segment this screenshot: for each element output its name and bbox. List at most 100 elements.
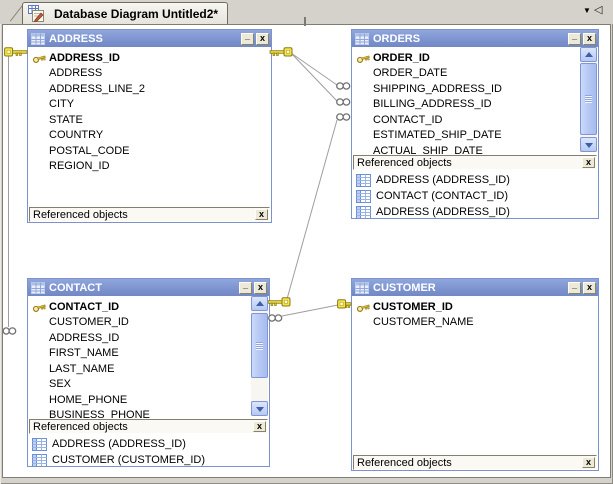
minimize-button[interactable]: _ [239,281,252,294]
vertical-scrollbar[interactable] [580,47,597,152]
column-row[interactable]: POSTAL_CODE [28,143,271,159]
referenced-object-item[interactable]: ADDRESS (ADDRESS_ID) [352,172,598,188]
column-name: ADDRESS [49,67,103,80]
many-endpoint-contact-address [3,327,17,335]
column-name: ADDRESS_LINE_2 [49,82,145,95]
referenced-object-label: ADDRESS (ADDRESS_ID) [376,174,510,186]
table-window-customer[interactable]: CUSTOMER _ x CUSTOMER_ID CUSTOMER_NAME Re… [351,278,599,471]
referenced-table-icon [356,205,376,218]
close-button[interactable]: x [583,32,596,45]
referenced-object-item[interactable]: CUSTOMER (CUSTOMER_ID) [28,452,269,466]
referenced-close-button[interactable]: x [582,157,595,168]
minimize-button[interactable]: _ [568,32,581,45]
primary-key-icon [356,301,373,313]
column-row[interactable]: STATE [28,112,271,128]
referenced-object-item[interactable]: ADDRESS (ADDRESS_ID) [352,204,598,218]
minimize-button[interactable]: _ [241,32,254,45]
referenced-objects-bar[interactable]: Referenced objects x [29,419,268,434]
column-name: REGION_ID [49,160,110,173]
pane-splitter-mark [304,17,306,26]
column-row[interactable]: ESTIMATED_SHIP_DATE [352,128,598,144]
column-name: CUSTOMER_ID [373,300,453,313]
close-button[interactable]: x [583,281,596,294]
column-row[interactable]: LAST_NAME [28,361,269,377]
tab-database-diagram[interactable]: Database Diagram Untitled2* [22,2,229,24]
column-row[interactable]: CUSTOMER_ID [352,299,598,315]
referenced-object-label: CONTACT (CONTACT_ID) [376,190,508,202]
column-row[interactable]: BILLING_ADDRESS_ID [352,97,598,113]
column-row[interactable]: CONTACT_ID [352,112,598,128]
column-name: CITY [49,98,75,111]
column-row[interactable]: BUSINESS_PHONE [28,408,269,419]
scrollbar-thumb[interactable] [251,313,268,378]
close-button[interactable]: x [256,32,269,45]
column-row[interactable]: ORDER_ID [352,50,598,66]
scroll-down-button[interactable] [580,137,597,152]
column-row[interactable]: SEX [28,377,269,393]
many-endpoint-contact-customer [268,314,283,322]
referenced-objects-bar[interactable]: Referenced objects x [353,155,597,170]
column-name: CUSTOMER_ID [49,316,129,329]
column-row[interactable]: CONTACT_ID [28,299,269,315]
scroll-up-button[interactable] [251,296,268,311]
close-button[interactable]: x [254,281,267,294]
table-title: ORDERS [373,32,421,45]
referenced-object-item[interactable]: CONTACT (CONTACT_ID) [352,188,598,204]
table-titlebar[interactable]: ORDERS _ x [352,30,598,47]
referenced-close-button[interactable]: x [582,457,595,468]
primary-key-icon [356,52,373,64]
minimize-button[interactable]: _ [568,281,581,294]
referenced-table-icon [356,173,376,187]
scrollbar-grip-icon [585,95,592,103]
column-row[interactable]: ADDRESS_ID [28,50,271,66]
table-icon [31,281,45,294]
many-endpoint-orders-billing [336,98,351,106]
table-titlebar[interactable]: CONTACT _ x [28,279,269,296]
column-row[interactable]: CITY [28,97,271,113]
referenced-object-item[interactable]: ADDRESS (ADDRESS_ID) [28,436,269,452]
referenced-close-button[interactable]: x [255,209,268,220]
column-row[interactable]: ACTUAL_SHIP_DATE [352,143,598,155]
tab-scroll-left-icon[interactable]: ◁ [594,4,603,16]
scroll-down-arrow-icon [256,407,264,412]
table-titlebar[interactable]: ADDRESS _ x [28,30,271,47]
tab-list-dropdown-icon[interactable]: ▼ [583,6,591,15]
table-icon [31,32,45,45]
column-row[interactable]: ADDRESS_LINE_2 [28,81,271,97]
table-title: ADDRESS [49,32,103,45]
table-titlebar[interactable]: CUSTOMER _ x [352,279,598,296]
column-row[interactable]: SHIPPING_ADDRESS_ID [352,81,598,97]
column-row[interactable]: REGION_ID [28,159,271,175]
column-name: COUNTRY [49,129,104,142]
column-name: STATE [49,113,83,126]
referenced-objects-list[interactable]: ADDRESS (ADDRESS_ID) CONTACT (CONTACT_ID)… [352,170,598,218]
referenced-objects-bar[interactable]: Referenced objects x [29,207,270,222]
column-row[interactable]: ADDRESS [28,66,271,82]
scroll-down-button[interactable] [251,401,268,416]
vertical-scrollbar[interactable] [251,296,268,416]
referenced-close-button[interactable]: x [253,421,266,432]
column-row[interactable]: ADDRESS_ID [28,330,269,346]
column-name: CONTACT_ID [373,113,443,126]
scrollbar-thumb[interactable] [580,63,597,135]
column-row[interactable]: CUSTOMER_NAME [352,315,598,331]
column-row[interactable]: HOME_PHONE [28,392,269,408]
referenced-objects-list[interactable]: ADDRESS (ADDRESS_ID)CUSTOMER (CUSTOMER_I… [28,434,269,466]
referenced-objects-label: Referenced objects [357,156,452,169]
column-row[interactable]: CUSTOMER_ID [28,315,269,331]
column-row[interactable]: FIRST_NAME [28,346,269,362]
column-row[interactable]: COUNTRY [28,128,271,144]
referenced-objects-bar[interactable]: Referenced objects x [353,455,597,470]
column-name: LAST_NAME [49,362,115,375]
column-list[interactable]: CUSTOMER_ID CUSTOMER_NAME [352,296,598,455]
column-row[interactable]: ORDER_DATE [352,66,598,82]
scroll-up-button[interactable] [580,47,597,62]
